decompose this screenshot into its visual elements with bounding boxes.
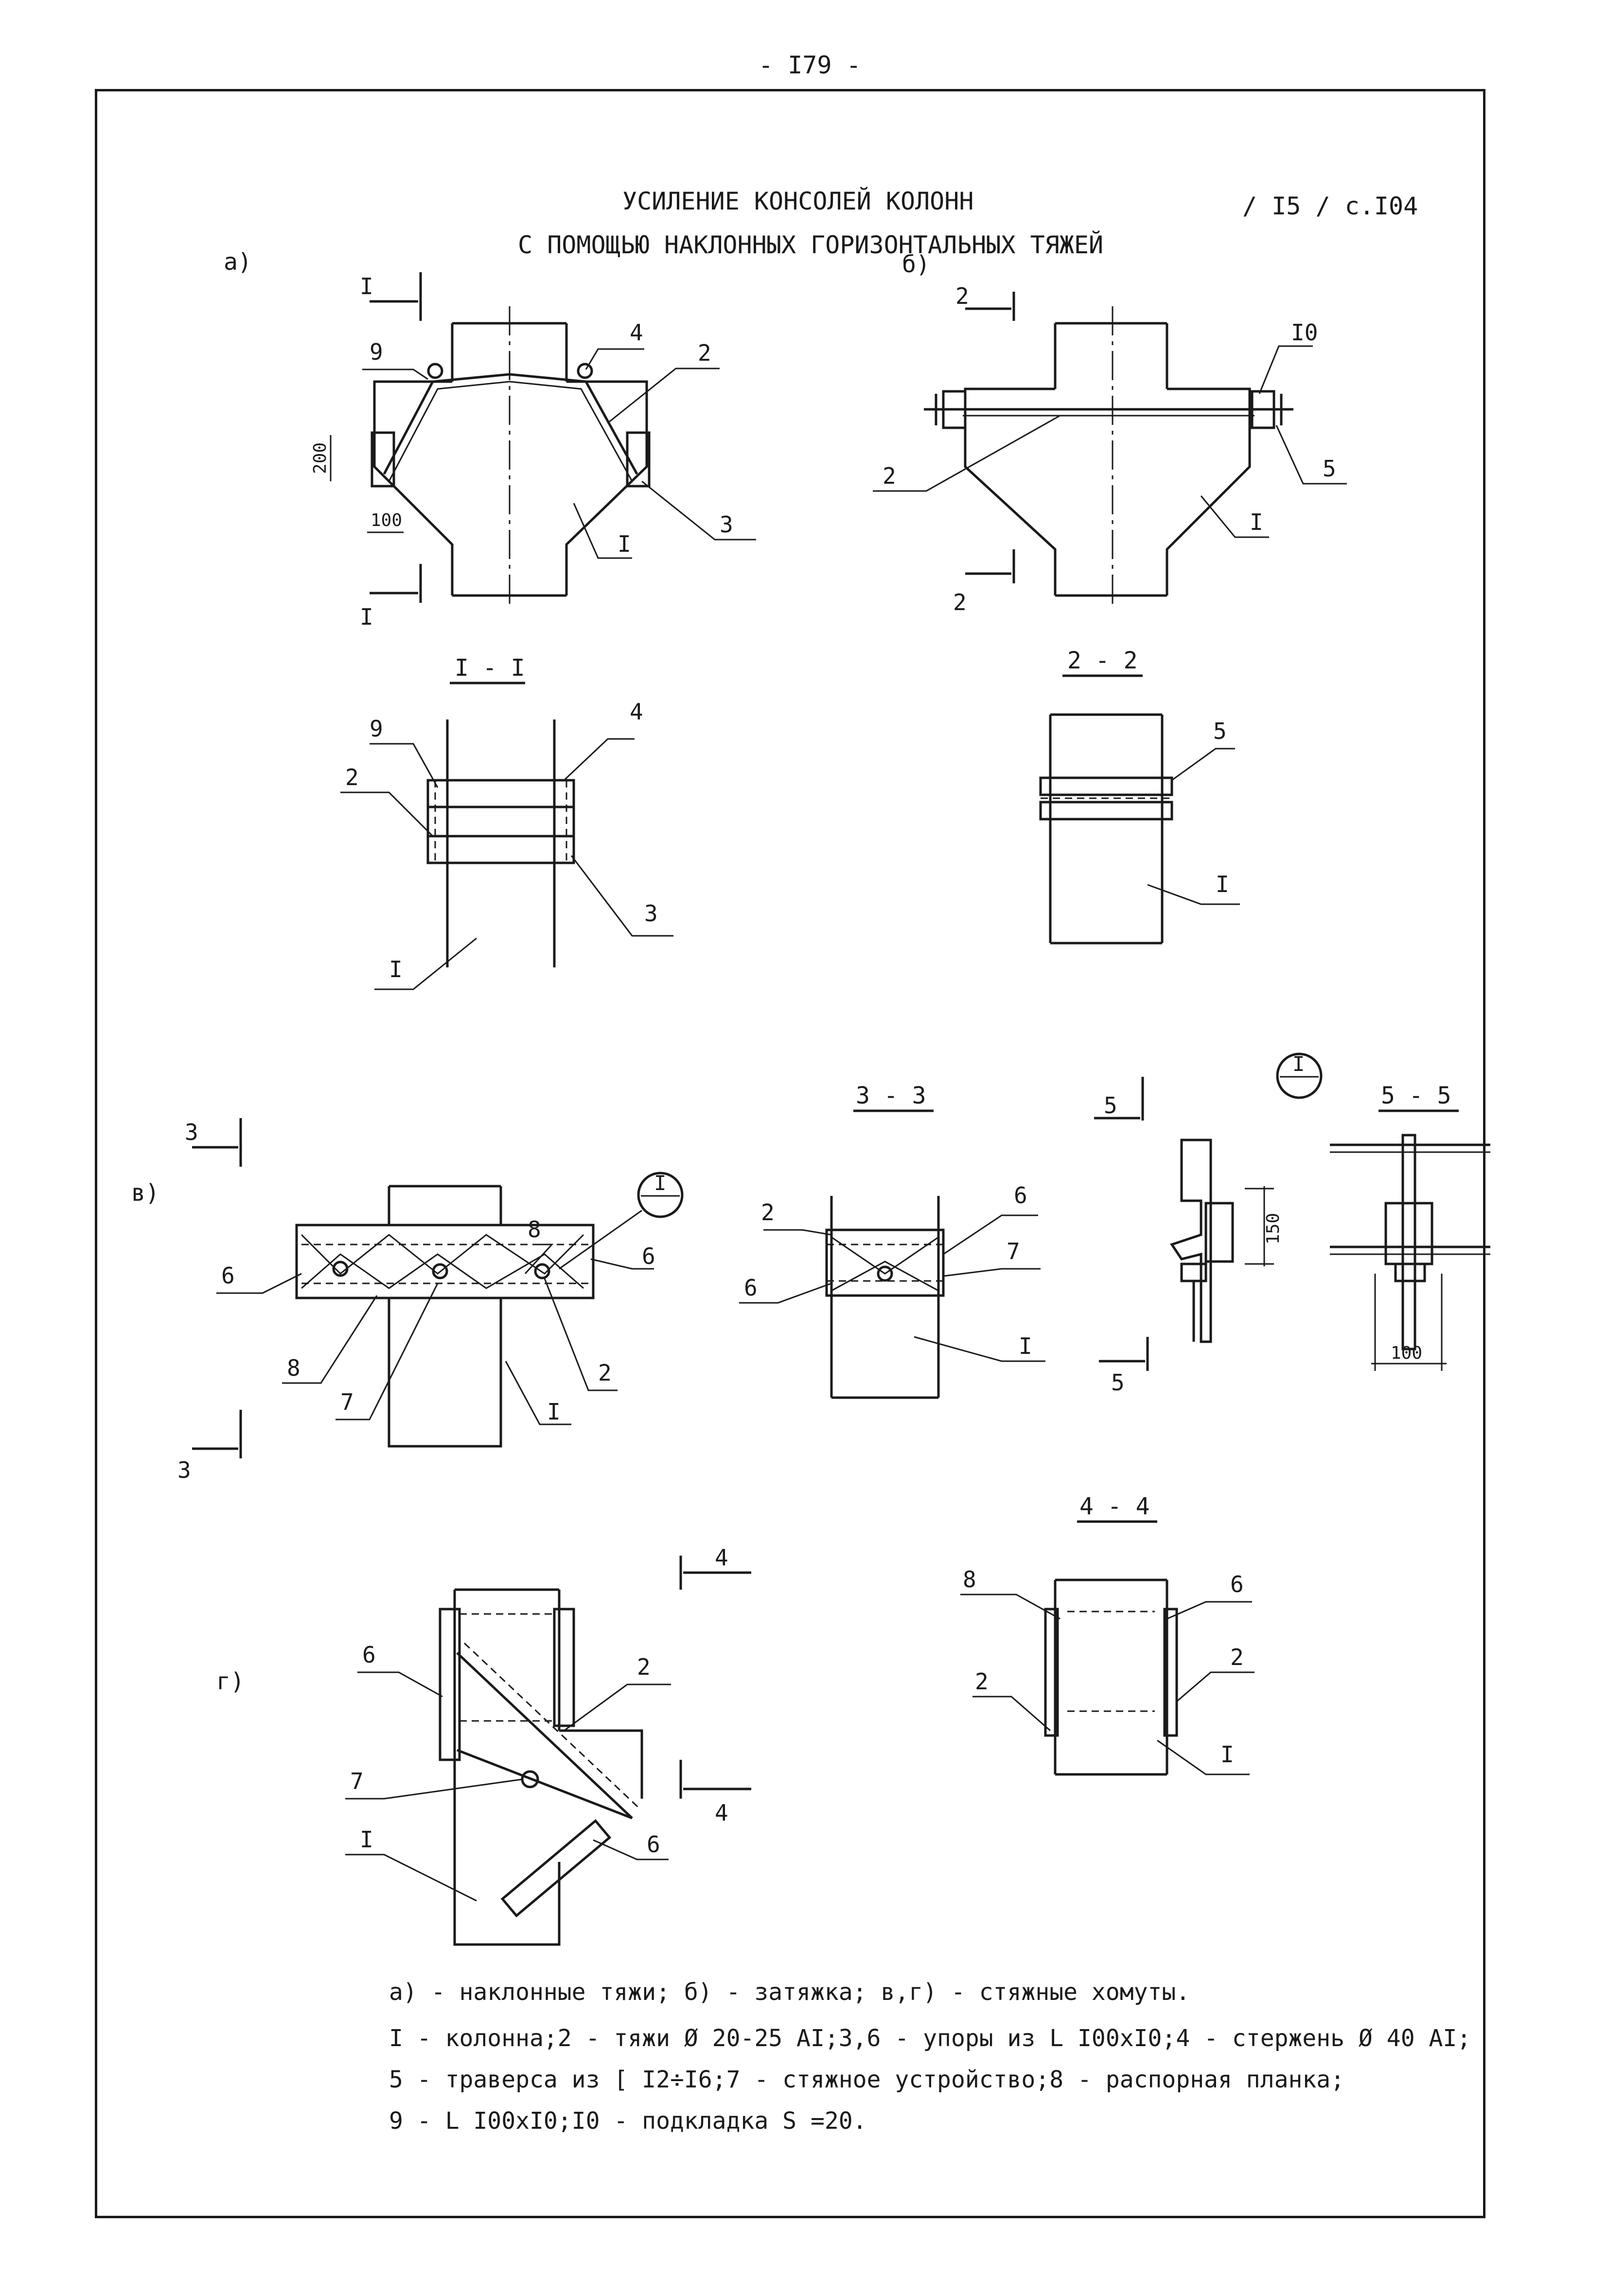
section-label-3-3: 3 - 3 [856,1082,926,1109]
label-2-a: 2 [698,340,711,366]
label-view-a: а) [224,248,252,276]
label-3-v-top: 3 [185,1119,198,1145]
section-4-4: 4 - 4 8 6 2 2 I [960,1493,1255,1776]
section-3-3: 3 - 3 2 6 7 6 I [739,1082,1045,1399]
label-2-v: 2 [598,1360,612,1386]
label-5-node-top: 5 [1104,1092,1117,1119]
label-4-a: 4 [630,319,643,346]
label-2-b-top: 2 [955,283,969,309]
label-5-b: 5 [1323,456,1336,482]
label-view-b: б) [902,251,930,278]
label-6-v-left: 6 [221,1262,235,1289]
label-9-s1: 9 [370,716,383,742]
section-5-5: 5 - 5 100 [1330,1082,1490,1371]
node-label-v: I [654,1171,666,1195]
label-view-g: г) [216,1668,245,1695]
label-6-g-top: 6 [362,1642,376,1668]
label-1-a-bottom: I [360,604,373,630]
label-1-s1: I [389,956,403,982]
label-1-s2: I [1216,871,1229,897]
label-1-v: I [547,1399,561,1425]
section-label-4-4: 4 - 4 [1079,1493,1150,1520]
label-1-b: I [1250,509,1263,535]
dim-100-s5: 100 [1391,1343,1422,1363]
section-label-5-5: 5 - 5 [1381,1082,1451,1109]
label-2-b: 2 [883,463,896,489]
node-label-detail: I [1292,1052,1305,1076]
label-2-s4-left: 2 [975,1668,989,1695]
label-6-s3-top: 6 [1014,1182,1027,1209]
caption-line-3: 5 - траверса из [ I2÷I6;7 - стяжное устр… [389,2066,1345,2093]
label-7-s3: 7 [1007,1238,1020,1264]
section-1-1: I - I 9 4 2 3 I [340,654,673,990]
label-6-g-bottom: 6 [647,1831,660,1858]
label-8-v-top: 8 [528,1216,541,1243]
label-7-g: 7 [350,1768,364,1794]
dim-150: 150 [1263,1213,1283,1244]
label-2-b-bottom: 2 [953,589,967,615]
label-2-s1: 2 [345,764,359,790]
label-1-s3: I [1019,1333,1032,1359]
dim-100-a: 100 [371,510,402,530]
label-9-a: 9 [370,339,383,365]
label-1-a: I [618,531,631,557]
label-8-s4: 8 [963,1566,976,1593]
label-7-v: 7 [340,1389,354,1415]
label-6-s3-left: 6 [744,1275,758,1301]
label-6-s4: 6 [1230,1571,1244,1597]
section-label-2-2: 2 - 2 [1067,647,1138,674]
title-line-1: УСИЛЕНИЕ КОНСОЛЕЙ КОЛОНН [622,187,974,215]
section-2-2: 2 - 2 5 I [1039,647,1240,945]
label-8-v: 8 [287,1355,300,1381]
view-v: в) I 3 3 8 6 6 8 7 2 [131,1118,684,1483]
label-4-s1: 4 [630,699,643,725]
label-3-v-bottom: 3 [177,1457,191,1483]
section-label-1-1: I - I [455,654,525,682]
dim-200: 200 [310,442,330,474]
label-4-g-bottom: 4 [715,1800,728,1826]
label-2-s3: 2 [761,1199,775,1226]
node-detail: I 150 5 5 [1094,1052,1323,1396]
view-a: а) I I 200 100 9 4 2 [224,248,756,630]
view-g: г) 4 4 6 2 7 6 I [216,1544,751,1946]
caption-line-1: а) - наклонные тяжи; б) - затяжка; в,г) … [389,1979,1190,2006]
label-2-g: 2 [637,1654,651,1680]
label-1-a-top: I [360,273,373,299]
label-1-s4: I [1220,1741,1234,1768]
label-5-node-bottom: 5 [1111,1369,1125,1396]
label-1-g: I [360,1826,373,1853]
label-4-g-top: 4 [715,1544,728,1571]
title-line-2: С ПОМОЩЬЮ НАКЛОННЫХ ГОРИЗОНТАЛЬНЫХ ТЯЖЕЙ [518,231,1104,259]
drawing-frame [95,89,1485,2218]
page-number: - I79 - [759,51,861,79]
reference: / I5 / с.I04 [1242,192,1418,220]
label-10-b: I0 [1291,319,1318,346]
label-view-v: в) [131,1179,159,1207]
caption-line-4: 9 - L I00xI0;I0 - подкладка S =20. [389,2107,867,2135]
label-6-v-right: 6 [642,1243,655,1269]
label-3-s1: 3 [644,900,658,927]
caption-line-2: I - колонна;2 - тяжи Ø 20-25 АI;3,6 - уп… [389,2025,1471,2052]
label-3-a: 3 [720,511,733,538]
label-2-s4-right: 2 [1230,1644,1244,1670]
view-b: б) 2 2 I0 5 2 I [873,251,1347,615]
label-5-s2: 5 [1213,718,1227,744]
